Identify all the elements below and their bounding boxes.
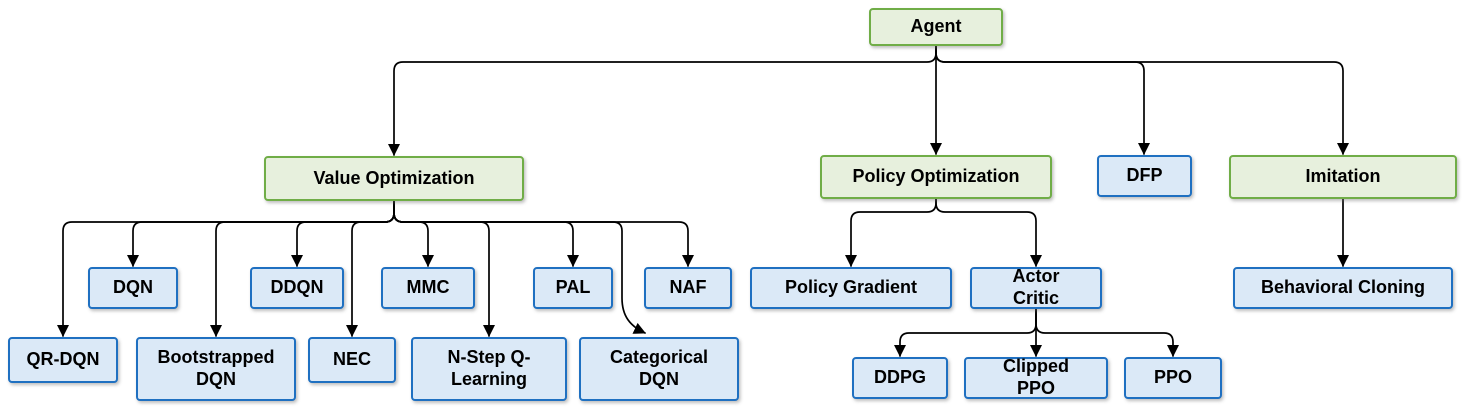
edge-actor-critic-to-ddpg: [894, 308, 1037, 357]
node-clipped-ppo-label: Clipped PPO: [1003, 356, 1069, 398]
node-dqn: DQN: [88, 267, 178, 309]
edge-agent-to-value-optimization: [388, 45, 937, 156]
node-bootstrapped-dqn: Bootstrapped DQN: [136, 337, 296, 401]
node-mmc: MMC: [381, 267, 475, 309]
node-agent: Agent: [869, 8, 1003, 46]
node-agent-label: Agent: [910, 16, 962, 37]
node-value-optimization-label: Value Optimization: [313, 167, 475, 188]
node-imitation-label: Imitation: [1305, 166, 1381, 187]
node-actor-critic: Actor Critic: [970, 266, 1102, 309]
node-ddqn-label: DDQN: [270, 277, 324, 298]
node-categorical-dqn: Categorical DQN: [579, 337, 739, 401]
node-dqn-label: DQN: [113, 277, 153, 298]
node-n-step-q-learning: N-Step Q-Learning: [411, 337, 567, 401]
node-nec-label: NEC: [332, 349, 371, 370]
node-naf-label: NAF: [669, 277, 707, 298]
edge-agent-to-imitation: [935, 45, 1349, 155]
node-naf: NAF: [644, 267, 732, 309]
edge-value-optimization-to-nec: [346, 200, 395, 337]
node-dfp: DFP: [1097, 155, 1192, 197]
node-ppo: PPO: [1124, 357, 1222, 399]
edge-actor-critic-to-ppo: [1035, 308, 1179, 357]
node-imitation: Imitation: [1229, 155, 1457, 199]
edge-value-optimization-to-ddqn: [291, 200, 395, 267]
node-actor-critic-label: Actor Critic: [1012, 266, 1060, 308]
node-value-optimization: Value Optimization: [264, 156, 524, 201]
node-qr-dqn: QR-DQN: [8, 337, 118, 383]
edge-policy-optimization-to-policy-gradient: [845, 198, 937, 267]
node-bootstrapped-dqn-label: Bootstrapped DQN: [157, 347, 275, 389]
edge-value-optimization-to-mmc: [393, 200, 434, 267]
edge-value-optimization-to-dqn: [127, 200, 395, 267]
node-nec: NEC: [308, 337, 396, 383]
node-ddqn: DDQN: [250, 267, 344, 309]
node-clipped-ppo: Clipped PPO: [964, 356, 1108, 399]
node-behavioral-cloning: Behavioral Cloning: [1233, 267, 1453, 309]
node-policy-gradient-label: Policy Gradient: [784, 277, 918, 298]
node-n-step-q-learning-label: N-Step Q-Learning: [447, 347, 531, 389]
edge-policy-optimization-to-actor-critic: [935, 198, 1042, 267]
node-mmc-label: MMC: [406, 277, 450, 298]
edge-value-optimization-to-pal: [393, 200, 579, 267]
node-policy-optimization: Policy Optimization: [820, 155, 1052, 199]
node-ddpg-label: DDPG: [873, 367, 926, 388]
node-pal: PAL: [533, 267, 613, 309]
node-policy-optimization-label: Policy Optimization: [852, 166, 1020, 187]
node-dfp-label: DFP: [1126, 165, 1163, 186]
node-categorical-dqn-label: Categorical DQN: [609, 347, 709, 389]
node-qr-dqn-label: QR-DQN: [26, 349, 100, 370]
node-ddpg: DDPG: [852, 357, 948, 399]
node-ppo-label: PPO: [1153, 367, 1192, 388]
node-pal-label: PAL: [555, 277, 591, 298]
edge-value-optimization-to-naf: [393, 200, 694, 267]
node-policy-gradient: Policy Gradient: [750, 267, 952, 309]
node-behavioral-cloning-label: Behavioral Cloning: [1260, 277, 1426, 298]
